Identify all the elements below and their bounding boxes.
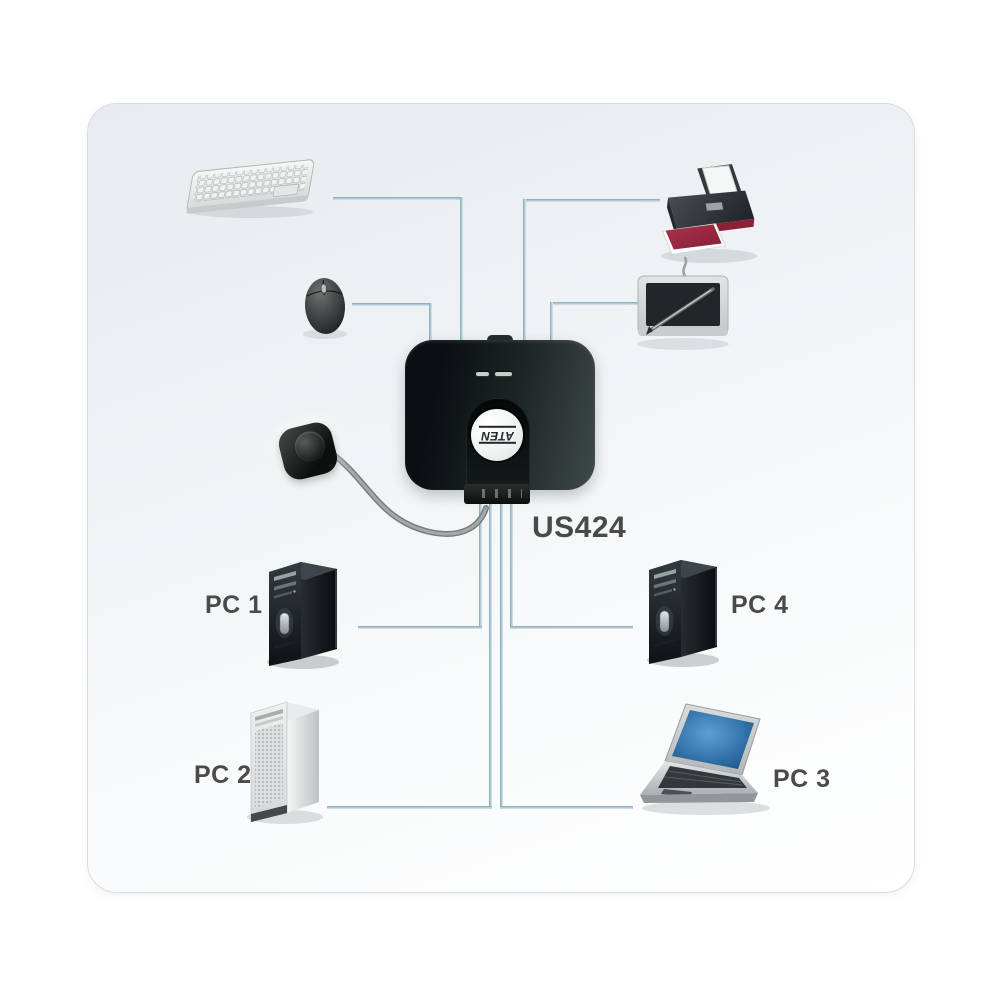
switch-cable-connector (464, 484, 530, 504)
pc2-desktop-tower-icon (247, 701, 323, 824)
connection-line-tablet-v (550, 302, 553, 343)
connection-line-printer-h (523, 199, 660, 202)
aten-logo: ATEN (478, 426, 516, 444)
brand-logo-badge: ATEN (471, 409, 523, 461)
connection-line-pc3-v (500, 495, 503, 809)
connection-line-pc4-h (510, 626, 633, 629)
connection-line-pc2-h (327, 806, 492, 809)
pc1-label: PC 1 (205, 591, 263, 619)
remote-selector-cable (321, 445, 489, 537)
connection-line-tablet-h (550, 302, 645, 305)
keyboard-icon (186, 159, 315, 218)
connection-line-printer-v (523, 199, 526, 343)
connection-line-pc2-v (489, 495, 492, 809)
connection-line-pc4-v (510, 495, 513, 629)
us424-switch-device: ATEN (405, 330, 595, 510)
connection-line-pc3-h (500, 806, 633, 809)
pc1-desktop-tower-icon (267, 562, 339, 669)
connector-slots (472, 489, 522, 498)
graphics-tablet-icon (637, 256, 729, 350)
switch-led-1 (476, 372, 489, 376)
connection-line-mouse-v (429, 303, 432, 343)
mouse-icon (303, 278, 347, 339)
pc3-label: PC 3 (773, 765, 831, 793)
connection-line-mouse-h (352, 303, 432, 306)
pc2-label: PC 2 (194, 761, 252, 789)
printer-icon (661, 164, 757, 263)
remote-selector-pushbutton (291, 428, 329, 465)
connection-line-keyboard-v (460, 197, 463, 343)
device-model-label: US424 (532, 511, 627, 544)
pc4-label: PC 4 (731, 591, 789, 619)
pc3-laptop-icon (640, 703, 770, 815)
connection-line-pc1-h (358, 626, 482, 629)
connection-line-pc1-v (479, 495, 482, 629)
switch-led-2 (495, 372, 512, 376)
connection-line-keyboard-h (333, 197, 463, 200)
pc4-desktop-tower-icon (647, 560, 719, 667)
